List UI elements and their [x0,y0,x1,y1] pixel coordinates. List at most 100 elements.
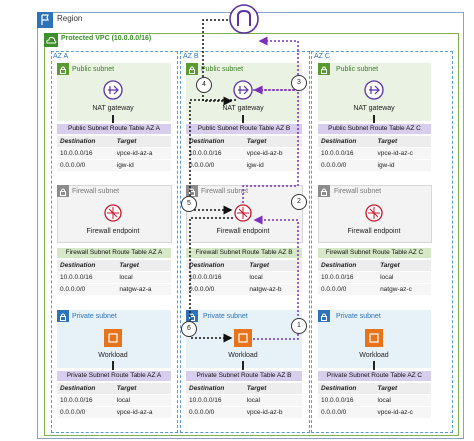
vpc-boundary [44,33,459,436]
rt-header: Destination [186,383,244,395]
firewall-route-table-title: Firewall Subnet Route Table AZ A [57,248,171,258]
rt-cell: local [116,271,171,284]
rt-cell: 0.0.0.0/0 [318,283,378,296]
az-a-label: AZ A [53,53,69,60]
lock-icon [318,185,330,197]
rt-cell: local [113,394,171,407]
private-subnet-label: Private subnet [203,313,248,320]
rt-cell: 10.0.0.0/16 [186,394,244,407]
firewall-endpoint-label: Firewall endpoint [86,228,140,235]
rt-cell: local [243,394,302,407]
rt-cell: natgw-az-a [116,283,171,296]
firewall-endpoint-icon[interactable] [233,203,253,223]
connector-dot [373,361,375,370]
rt-cell: vpce-id-az-c [374,147,431,160]
az-b-boundary [180,51,310,433]
connector-dot [242,115,244,123]
private-route-table-title: Private Subnet Route Table AZ C [318,371,431,381]
workload-icon[interactable] [233,328,253,348]
rt-cell: 0.0.0.0/0 [57,283,117,296]
public-route-table-title: Public Subnet Route Table AZ A [57,124,171,134]
private-subnet-label: Private subnet [336,313,381,320]
private-subnet-label: Private subnet [72,313,117,320]
rt-cell: local [374,394,431,407]
rt-cell: 0.0.0.0/0 [186,283,247,296]
lock-icon [57,63,69,75]
lock-icon [57,185,69,197]
step-marker-3: 3 [291,75,307,91]
rt-header: Target [113,136,171,148]
rt-cell: vpce-id-az-b [243,406,302,419]
workload-label: Workload [359,352,389,359]
rt-cell: igw-id [243,159,302,172]
lock-icon [186,63,198,75]
rt-cell: 0.0.0.0/0 [186,159,244,172]
rt-cell: vpce-id-az-a [113,406,171,419]
rt-header: Destination [318,136,375,148]
rt-cell: 10.0.0.0/16 [57,394,114,407]
private-route-table-title: Private Subnet Route Table AZ A [57,371,171,381]
public-subnet-label: Public subnet [336,66,379,73]
nat-gateway-label: NAT gateway [222,105,264,112]
rt-cell: 0.0.0.0/0 [57,159,114,172]
step-marker-4: 4 [196,77,212,93]
rt-cell: vpce-id-az-b [243,147,302,160]
vpc-cloud-icon [44,33,58,47]
rt-header: Target [246,260,302,272]
workload-label: Workload [98,352,128,359]
nat-gateway-label: NAT gateway [92,105,134,112]
firewall-route-table-title: Firewall Subnet Route Table AZ B [186,248,302,258]
workload-icon[interactable] [103,328,123,348]
rt-cell: 10.0.0.0/16 [186,271,247,284]
workload-icon[interactable] [364,328,384,348]
rt-cell: igw-id [374,159,431,172]
rt-cell: vpce-id-az-a [113,147,171,160]
public-route-table-title: Public Subnet Route Table AZ C [318,124,431,134]
az-b-label: AZ B [183,53,199,60]
firewall-subnet-label: Firewall subnet [201,188,249,195]
rt-cell: 10.0.0.0/16 [57,147,114,160]
firewall-subnet-label: Firewall subnet [72,188,120,195]
nat-gateway-icon[interactable] [233,80,253,100]
rt-header: Target [377,260,431,272]
rt-cell: 0.0.0.0/0 [186,406,244,419]
firewall-endpoint-icon[interactable] [364,203,384,223]
internet-gateway-icon [229,4,259,34]
step-marker-1: 1 [291,318,307,334]
step-marker-2: 2 [291,194,307,210]
rt-cell: local [377,271,431,284]
rt-cell: 0.0.0.0/0 [318,159,375,172]
workload-label: Workload [228,352,258,359]
rt-header: Destination [57,383,114,395]
nat-gateway-label: NAT gateway [353,105,395,112]
connector-dot [242,361,244,370]
rt-header: Target [374,136,431,148]
rt-cell: natgw-az-c [377,283,431,296]
step-marker-5: 5 [181,196,197,212]
rt-header: Destination [57,260,117,272]
firewall-endpoint-icon[interactable] [103,203,123,223]
lock-icon [318,63,330,75]
rt-header: Destination [318,260,378,272]
connector-dot [112,361,114,370]
rt-header: Target [116,260,171,272]
rt-header: Target [243,136,302,148]
region-flag-icon [37,12,53,28]
vpc-label: Protected VPC (10.0.0.0/16) [61,35,152,42]
rt-cell: 10.0.0.0/16 [318,271,378,284]
nat-gateway-icon[interactable] [103,80,123,100]
firewall-route-table-title: Firewall Subnet Route Table AZ C [318,248,431,258]
rt-cell: 10.0.0.0/16 [186,147,244,160]
rt-header: Destination [318,383,375,395]
rt-cell: natgw-az-b [246,283,302,296]
rt-header: Destination [186,260,247,272]
rt-cell: 10.0.0.0/16 [57,271,117,284]
rt-header: Destination [186,136,244,148]
nat-gateway-icon[interactable] [364,80,384,100]
